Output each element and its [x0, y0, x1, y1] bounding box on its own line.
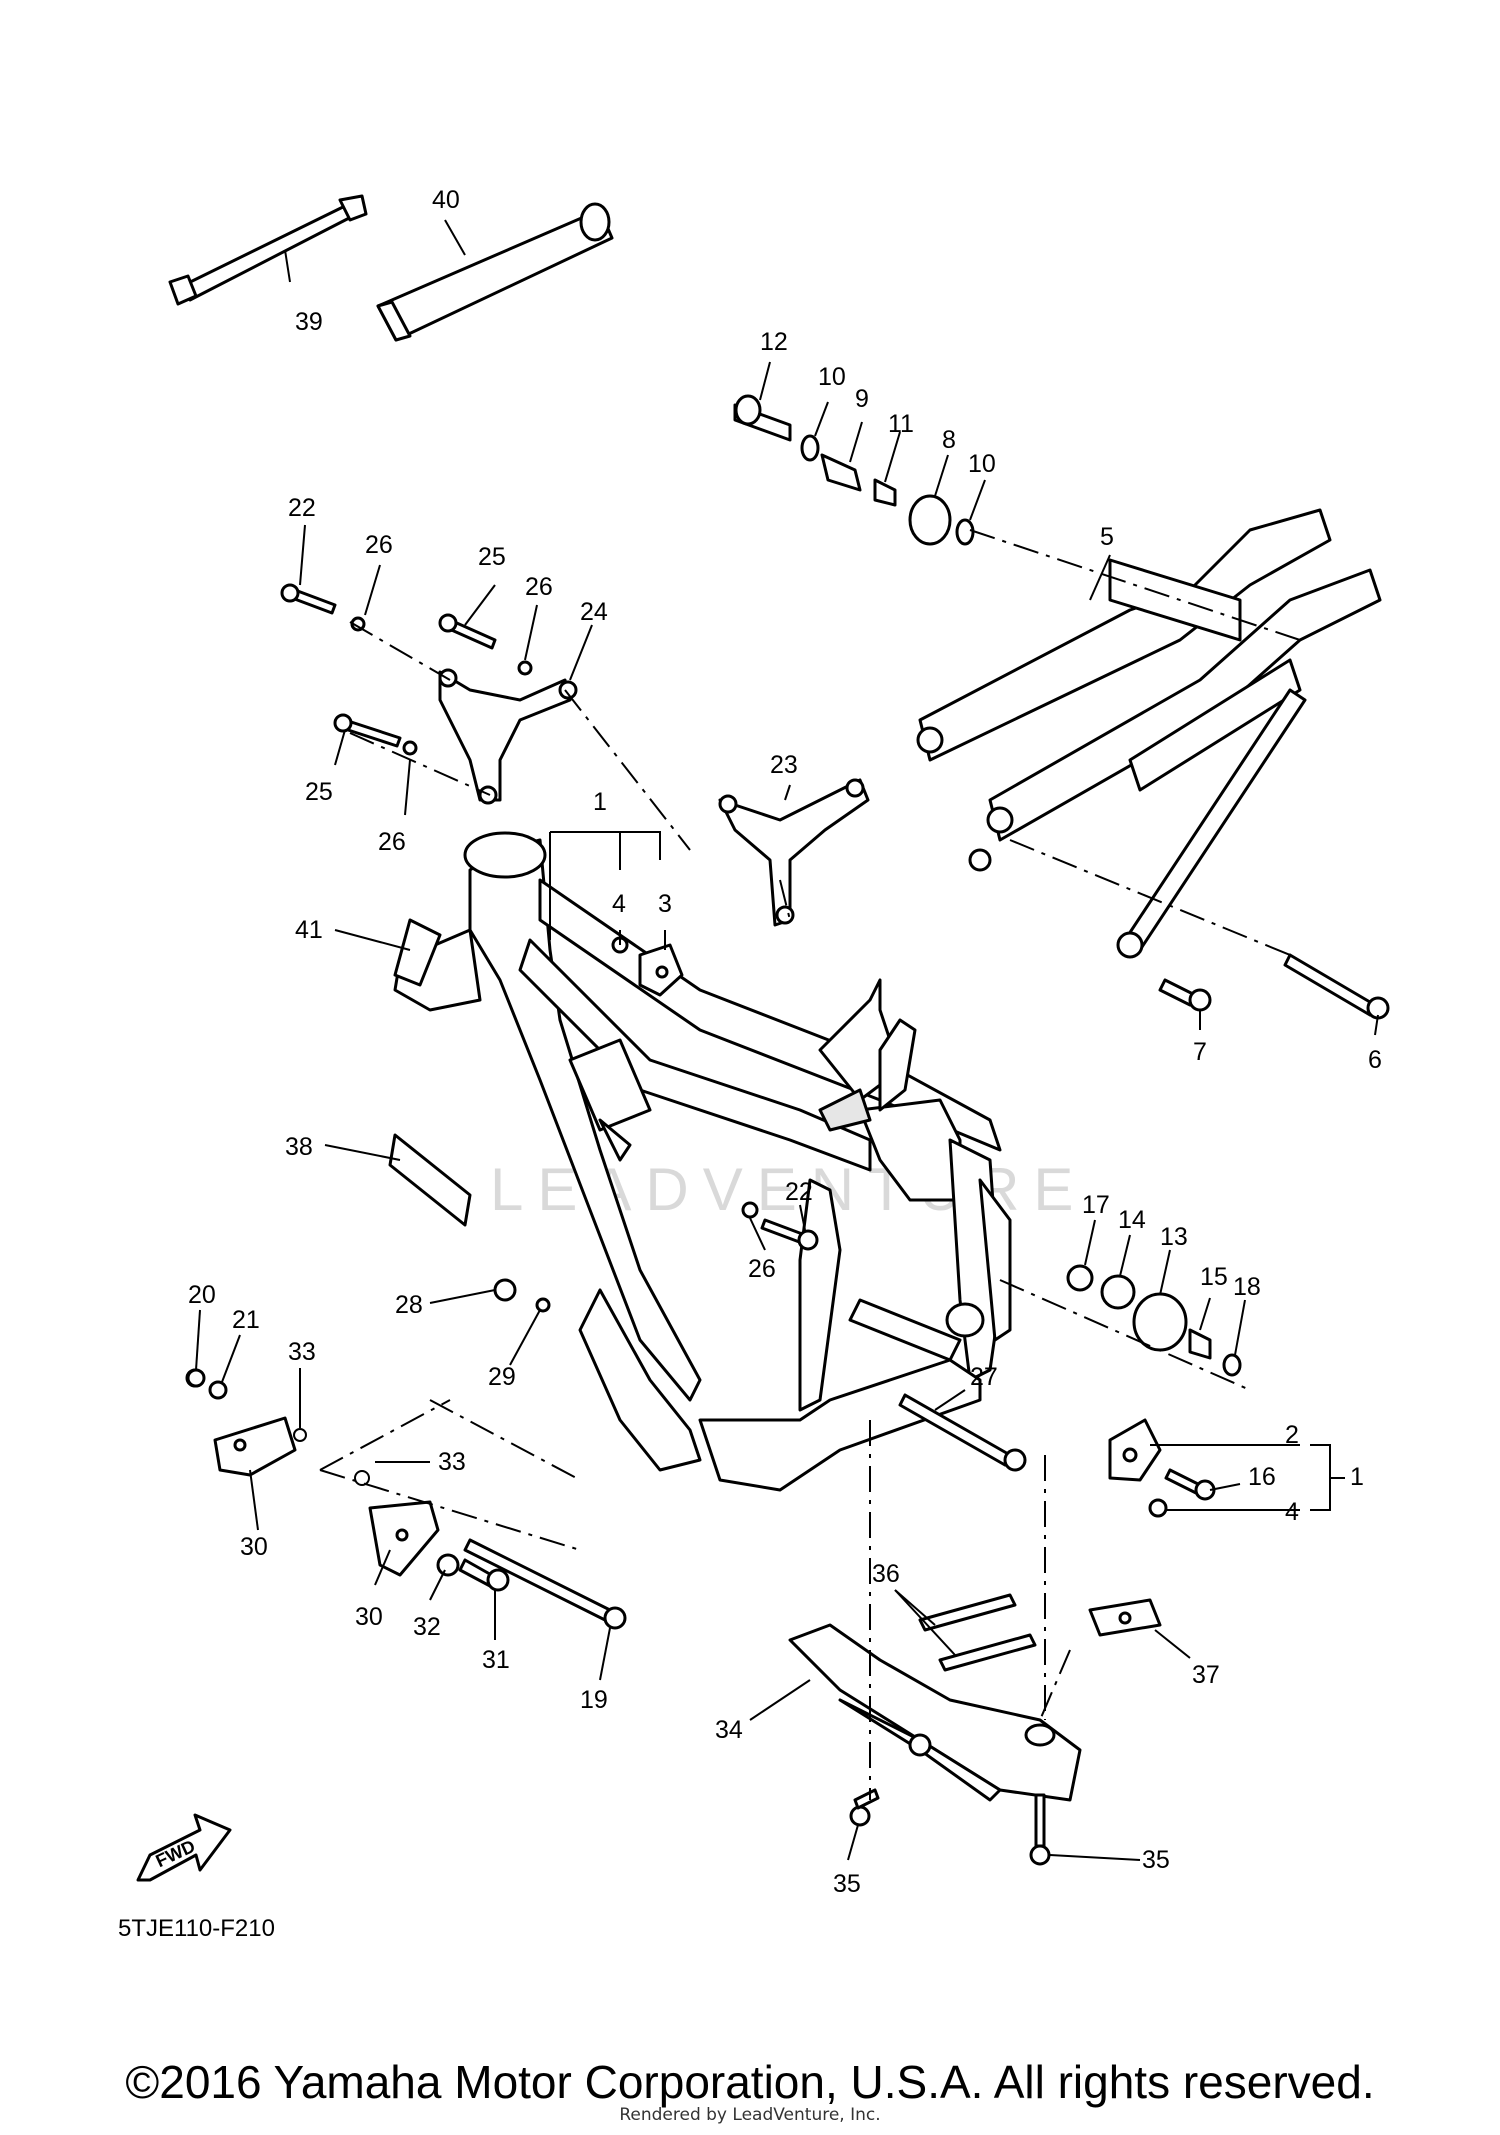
drawing-code: 5TJE110-F210 — [118, 1915, 275, 1942]
main-frame — [393, 831, 1012, 1492]
pivot-bolts — [463, 953, 1390, 1630]
callout-37: 37 — [1192, 1661, 1220, 1689]
callout-2: 2 — [1285, 1421, 1299, 1449]
mount-bushings — [1066, 1264, 1242, 1377]
small-hardware — [186, 583, 819, 1388]
callout-7: 7 — [1193, 1038, 1207, 1066]
callout-11: 11 — [888, 410, 914, 438]
callout-31: 31 — [482, 1646, 510, 1674]
callout-18: 18 — [1233, 1273, 1261, 1301]
callout-22: 22 — [288, 494, 316, 522]
callout-1: 1 — [593, 788, 607, 816]
callout-33: 33 — [288, 1338, 316, 1366]
leader-lines — [195, 219, 1379, 1861]
engine-mount-plate — [638, 943, 684, 997]
callout-8: 8 — [942, 426, 956, 454]
callout-10: 10 — [968, 450, 996, 478]
engine-bracket-lower-left-a — [185, 1368, 307, 1477]
skid-plate-bracket — [1088, 1598, 1162, 1637]
callout-26: 26 — [525, 573, 553, 601]
callout-26: 26 — [378, 828, 406, 856]
engine-bracket-upper-right — [718, 778, 870, 927]
skid-plate-dampers — [918, 1593, 1037, 1672]
callout-14: 14 — [1118, 1206, 1146, 1234]
callout-1: 1 — [1350, 1463, 1364, 1491]
callout-39: 39 — [295, 308, 323, 336]
alignment-lines — [319, 529, 1301, 1800]
callout-26: 26 — [748, 1255, 776, 1283]
callout-25: 25 — [478, 543, 506, 571]
callout-12: 12 — [760, 328, 788, 356]
copyright-notice: ©2016 Yamaha Motor Corporation, U.S.A. A… — [125, 2056, 1375, 2108]
callout-13: 13 — [1160, 1223, 1188, 1251]
callouts: 40 39 12 10 9 11 8 10 5 22 26 25 26 24 2… — [188, 186, 1382, 1898]
callout-27: 27 — [970, 1363, 998, 1391]
callout-6: 6 — [1368, 1046, 1382, 1074]
callout-29: 29 — [488, 1363, 516, 1391]
skid-plate — [788, 1623, 1082, 1802]
rendered-by-note: Rendered by LeadVenture, Inc. — [619, 2105, 881, 2125]
callout-30: 30 — [355, 1603, 383, 1631]
engine-bracket-lower-right — [1108, 1418, 1216, 1518]
shock-mount-hardware — [733, 394, 975, 546]
callout-24: 24 — [580, 598, 608, 626]
callout-33: 33 — [438, 1448, 466, 1476]
callout-32: 32 — [413, 1613, 441, 1641]
callout-15: 15 — [1200, 1263, 1228, 1291]
callout-3: 3 — [658, 890, 672, 918]
callout-10: 10 — [818, 363, 846, 391]
callout-28: 28 — [395, 1291, 423, 1319]
callout-35: 35 — [1142, 1846, 1170, 1874]
callout-23: 23 — [770, 751, 798, 779]
callout-21: 21 — [232, 1306, 260, 1334]
fwd-arrow-icon: FWD — [136, 1813, 232, 1882]
callout-26: 26 — [365, 531, 393, 559]
spark-plug-wrench-tool — [376, 202, 614, 342]
skid-plate-bolts — [849, 1788, 1051, 1866]
callout-41: 41 — [295, 916, 323, 944]
callout-17: 17 — [1082, 1191, 1110, 1219]
callout-22: 22 — [785, 1178, 813, 1206]
callout-4: 4 — [612, 890, 626, 918]
callout-19: 19 — [580, 1686, 608, 1714]
rear-frame — [916, 508, 1382, 959]
callout-9: 9 — [855, 385, 869, 413]
callout-16: 16 — [1248, 1463, 1276, 1491]
callout-5: 5 — [1100, 523, 1114, 551]
callout-4: 4 — [1285, 1498, 1299, 1526]
callout-38: 38 — [285, 1133, 313, 1161]
callout-25: 25 — [305, 778, 333, 806]
callout-34: 34 — [715, 1716, 743, 1744]
callout-40: 40 — [432, 186, 460, 214]
engine-bracket-upper-left — [438, 668, 578, 805]
callout-36: 36 — [872, 1560, 900, 1588]
frame-decals — [388, 918, 472, 1227]
callout-30: 30 — [240, 1533, 268, 1561]
wrench-tool — [168, 194, 368, 306]
callout-35: 35 — [833, 1870, 861, 1898]
callout-20: 20 — [188, 1281, 216, 1309]
